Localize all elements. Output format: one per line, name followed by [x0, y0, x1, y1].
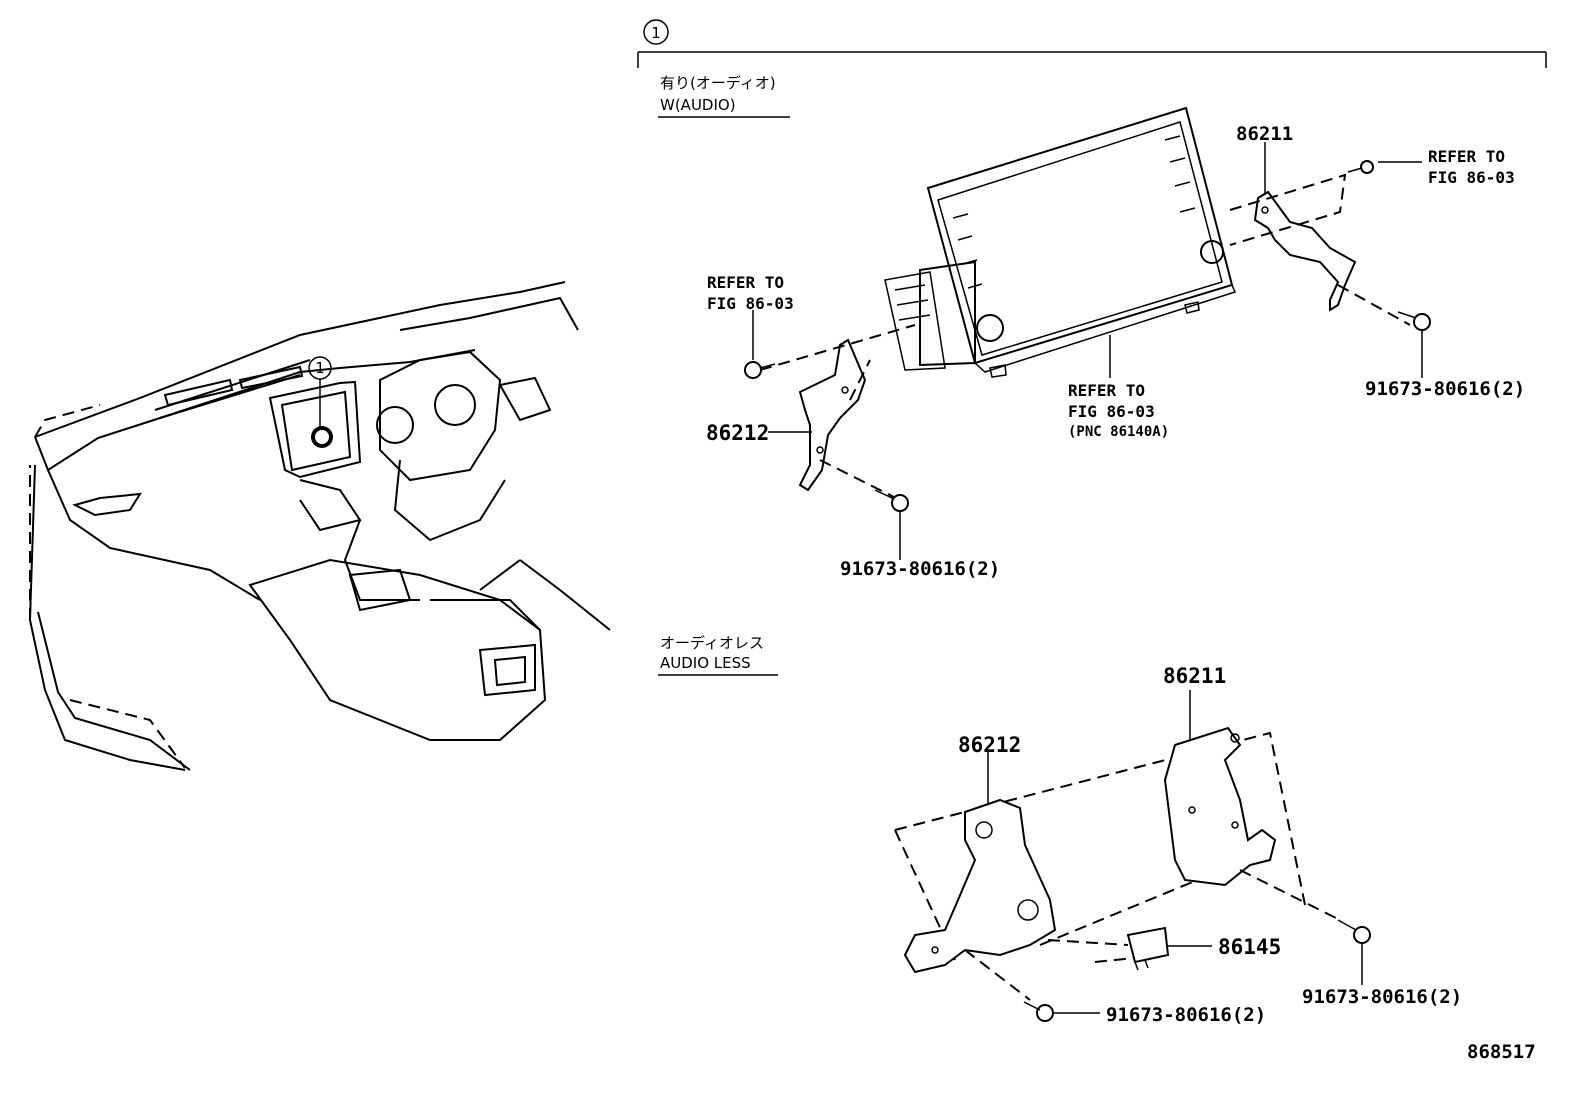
label-86211-audio-less: 86211: [1163, 664, 1226, 688]
label-bolt-right-with-audio: 91673-80616(2): [1365, 378, 1525, 400]
refer-to-left-line2: FIG 86-03: [707, 294, 794, 313]
audio-display-unit: [884, 106, 1237, 378]
label-86211-with-audio: 86211: [1236, 123, 1293, 145]
group-bracket: [637, 19, 1547, 68]
bracket-86211-with-audio: [1253, 190, 1357, 312]
bracket-86212-with-audio: [798, 338, 867, 492]
label-86212-with-audio: 86212: [706, 421, 769, 445]
screw-icon: [1347, 160, 1374, 174]
figure-id: 868517: [1467, 1041, 1536, 1063]
bolt-icon: [1023, 1001, 1054, 1022]
label-86212-audio-less: 86212: [958, 733, 1021, 757]
label-86145: 86145: [1218, 935, 1281, 959]
clip-86145: [1126, 926, 1170, 971]
refer-to-top-right-line2: FIG 86-03: [1428, 168, 1515, 187]
header-with-audio-jp: 有り(オーディオ): [660, 74, 776, 92]
bracket-86211-audio-less: [1163, 726, 1277, 887]
bolt-icon: [1337, 919, 1371, 944]
label-bolt-bottom-with-audio: 91673-80616(2): [840, 558, 1000, 580]
header-audio-less-jp: オーディオレス: [660, 634, 764, 652]
bolt-icon: [1397, 311, 1431, 331]
dashboard-overview-drawing: [28, 281, 611, 771]
label-bolt-bottom-audio-less: 91673-80616(2): [1106, 1004, 1266, 1026]
label-bolt-right-audio-less: 91673-80616(2): [1302, 986, 1462, 1008]
header-audio-less-en: AUDIO LESS: [660, 654, 751, 672]
refer-to-center-line2: FIG 86-03: [1068, 402, 1155, 421]
refer-to-center-pnc: (PNC 86140A): [1068, 424, 1169, 440]
refer-to-top-right-line1: REFER TO: [1428, 147, 1505, 166]
overview-callout-number: 1: [315, 359, 325, 377]
refer-to-left-line1: REFER TO: [707, 273, 784, 292]
screw-icon: [744, 361, 776, 379]
refer-to-center-line1: REFER TO: [1068, 381, 1145, 400]
bracket-86212-audio-less: [903, 798, 1057, 974]
header-with-audio-en: W(AUDIO): [660, 96, 736, 114]
bolt-icon: [874, 489, 909, 512]
group-callout-number: 1: [651, 24, 661, 42]
